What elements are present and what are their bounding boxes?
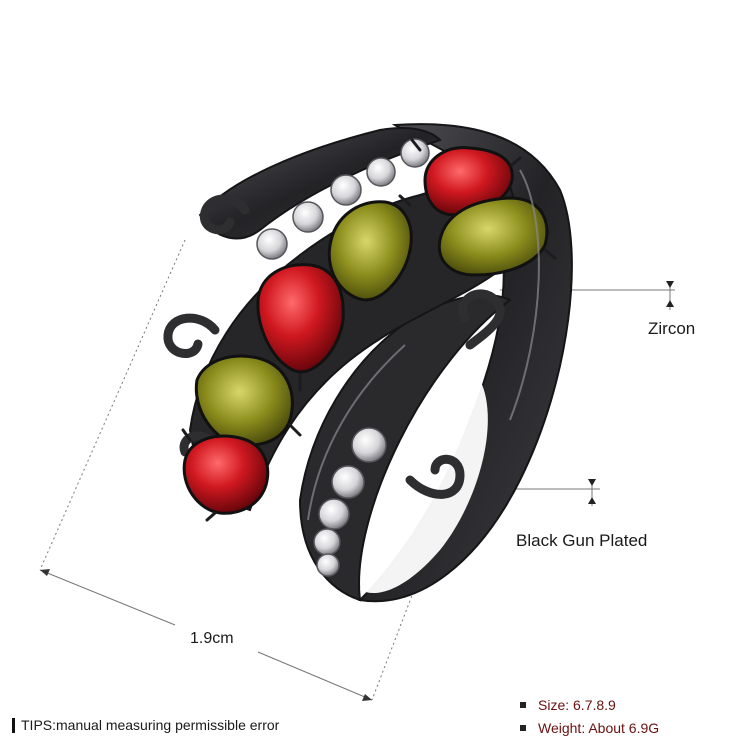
metal-highlights xyxy=(307,169,540,521)
plating-annotation: Black Gun Plated xyxy=(516,531,648,550)
tips-note: TIPS:manual measuring permissible error xyxy=(12,717,279,733)
gemstones xyxy=(182,146,549,515)
peridot-stone-right xyxy=(437,196,549,277)
spec-weight-text: Weight: About 6.9G xyxy=(538,720,660,736)
spec-size-text: Size: 6.7.8.9 xyxy=(538,697,616,713)
zircon-stones-upper xyxy=(256,138,430,260)
peridot-stone-center xyxy=(327,200,413,302)
prongs xyxy=(181,138,557,522)
spec-weight: Weight: About 6.9G xyxy=(520,720,659,736)
ruby-stone-top xyxy=(423,146,514,217)
peridot-stone-left xyxy=(194,354,294,447)
ruby-stone-bottom xyxy=(182,434,270,515)
ruby-stone-center xyxy=(256,263,345,374)
width-measurement: 1.9cm xyxy=(190,630,234,647)
bullet-square-icon xyxy=(520,725,526,731)
zircon-stones-shank xyxy=(313,427,387,577)
bullet-square-icon xyxy=(520,702,526,708)
spec-size: Size: 6.7.8.9 xyxy=(520,697,616,713)
tips-bar-icon xyxy=(12,717,15,733)
zircon-annotation: Zircon xyxy=(648,319,696,338)
tips-text: TIPS:manual measuring permissible error xyxy=(21,717,280,733)
